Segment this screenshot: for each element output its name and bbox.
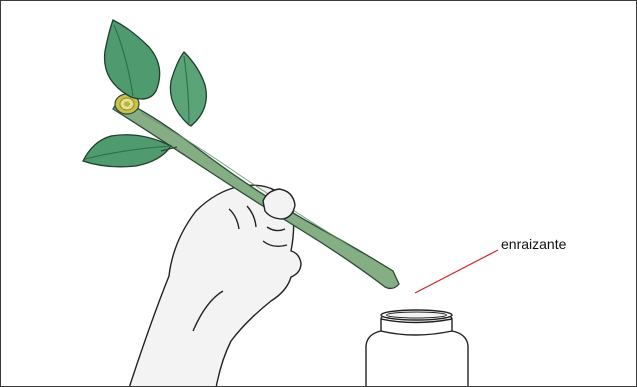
callout-label: enraizante <box>501 236 566 252</box>
hormone-jar <box>366 310 468 387</box>
callout-pointer-line <box>415 250 498 293</box>
